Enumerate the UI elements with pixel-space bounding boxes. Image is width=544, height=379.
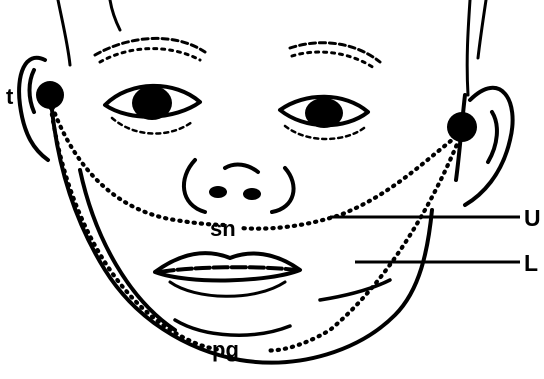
right-tragus-point (447, 112, 477, 142)
label-subnasale: sn (210, 216, 236, 241)
label-lower: L (524, 250, 538, 276)
label-tragus: t (6, 84, 14, 109)
right-ear (465, 88, 513, 205)
right-eye (280, 97, 368, 139)
nose (184, 160, 294, 212)
label-upper: U (524, 205, 541, 231)
left-eye (105, 86, 200, 134)
hair-strands (58, 0, 486, 95)
label-pogonion: pg (212, 337, 239, 362)
eyebrows (95, 38, 380, 68)
left-tragus-point (36, 81, 64, 109)
mouth (155, 253, 300, 296)
left-ear (19, 58, 48, 160)
tragus-pogonion-arc (50, 100, 462, 350)
chin-fold (175, 280, 390, 335)
